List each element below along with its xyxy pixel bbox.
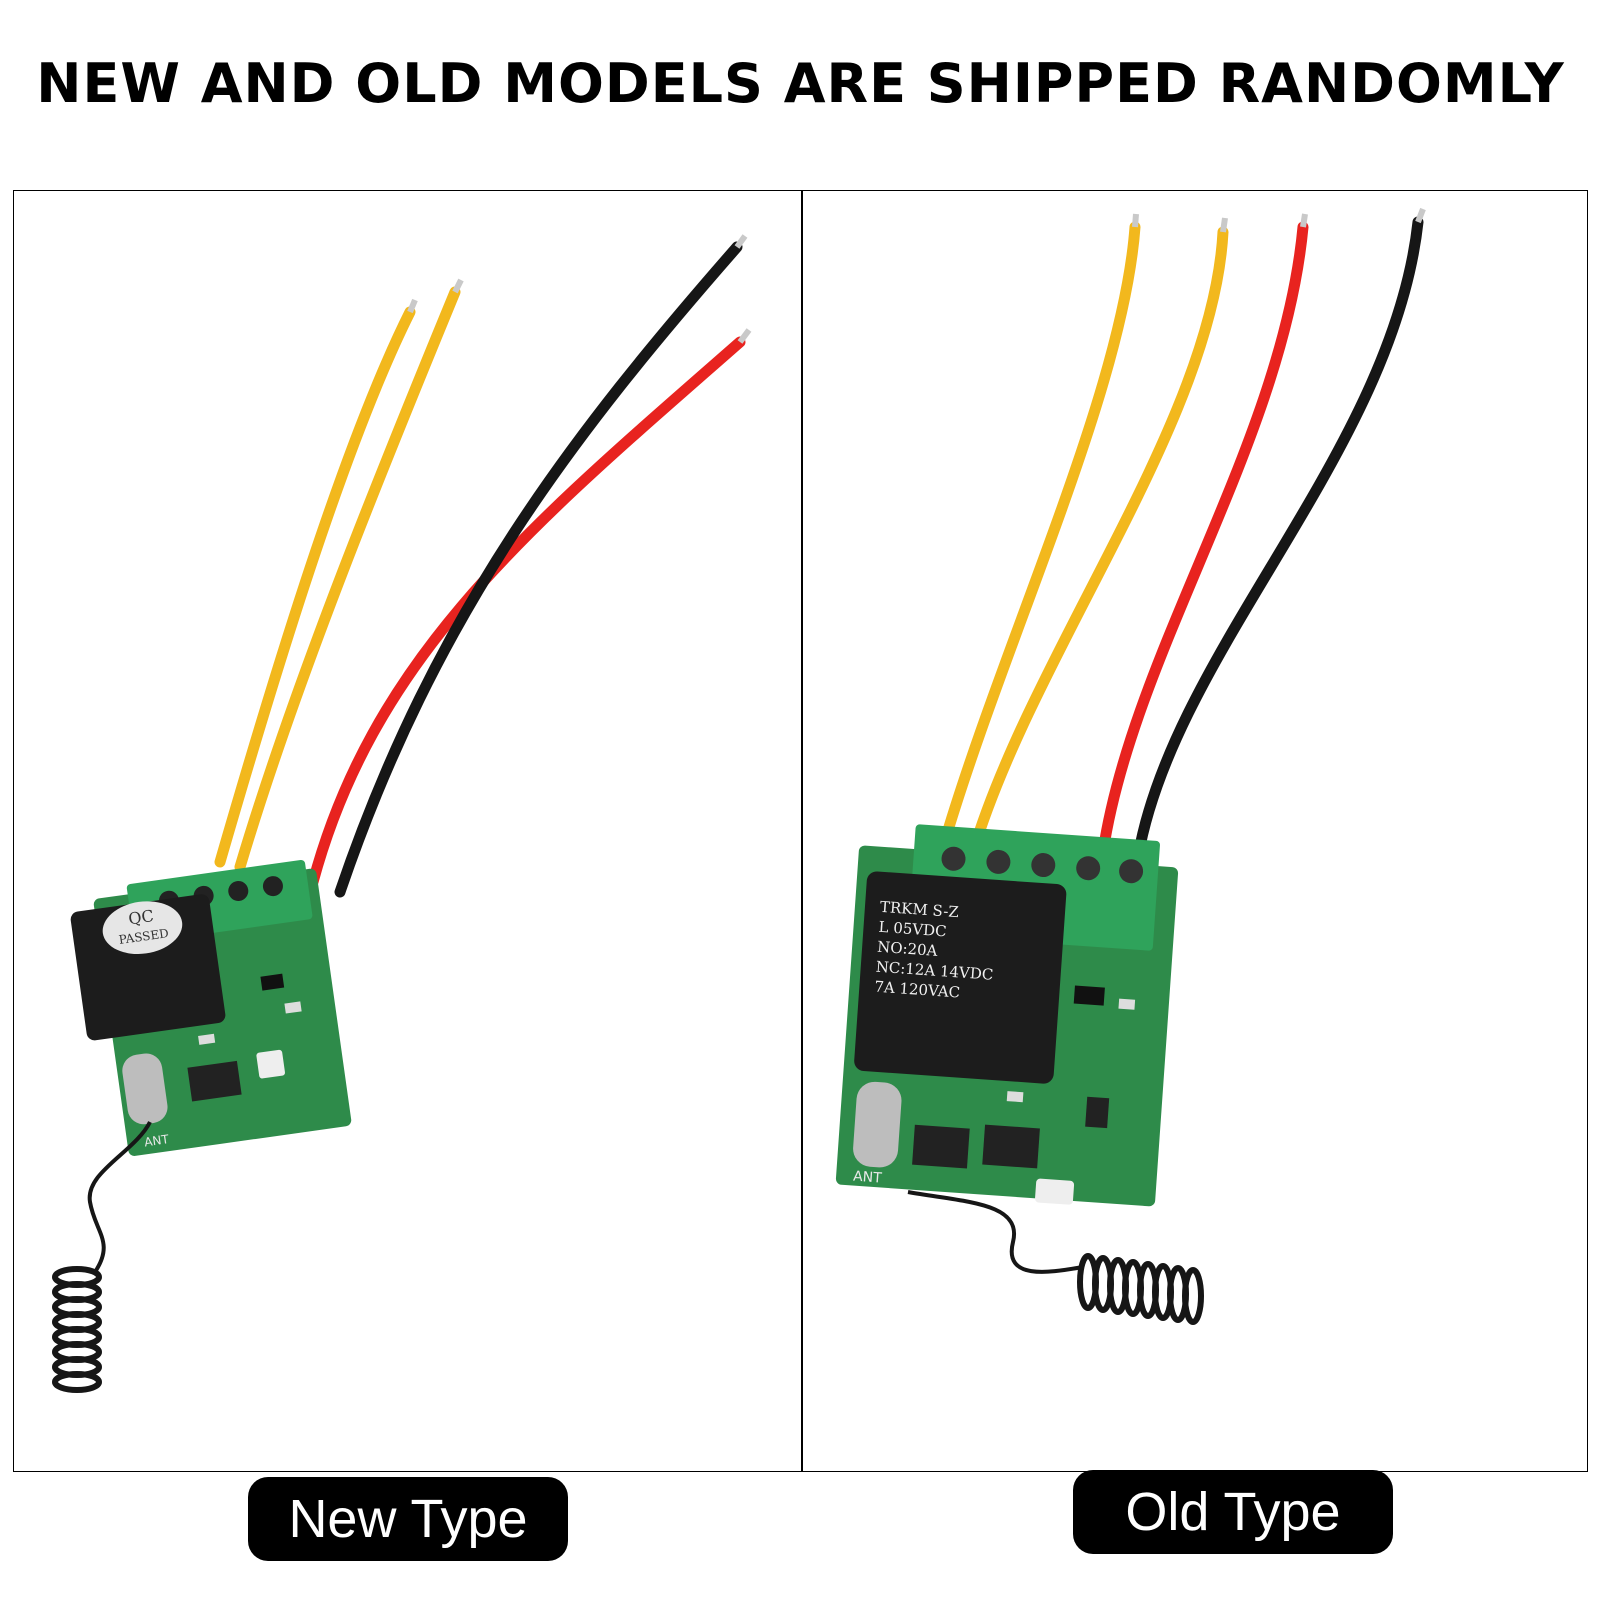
relay-text-line-2: L 05VDC — [878, 918, 947, 941]
new-type-module-illustration: QC PASSED ANT — [52, 234, 752, 1393]
old-type-module-illustration: TRKM S-Z L 05VDC NO:20A NC:12A 14VDC 7A … — [835, 207, 1426, 1325]
relay-text-line-5: 7A 120VAC — [874, 978, 961, 1002]
relay-text-line-3: NO:20A — [877, 938, 939, 960]
new-type-photo: QC PASSED ANT — [15, 192, 801, 1470]
image-frame — [13, 190, 1588, 1472]
relay-text-line-1: TRKM S-Z — [879, 898, 959, 921]
qc-stamp-line-1: QC — [127, 906, 155, 928]
headline: NEW AND OLD MODELS ARE SHIPPED RANDOMLY — [36, 52, 1565, 115]
old-type-caption: Old Type — [1073, 1470, 1393, 1554]
new-ant-label: ANT — [143, 1132, 170, 1149]
old-type-photo: TRKM S-Z L 05VDC NO:20A NC:12A 14VDC 7A … — [803, 192, 1586, 1470]
old-ant-label: ANT — [853, 1169, 883, 1187]
frame-divider — [801, 190, 803, 1472]
new-type-caption: New Type — [248, 1477, 568, 1561]
qc-stamp-line-2: PASSED — [118, 926, 170, 947]
